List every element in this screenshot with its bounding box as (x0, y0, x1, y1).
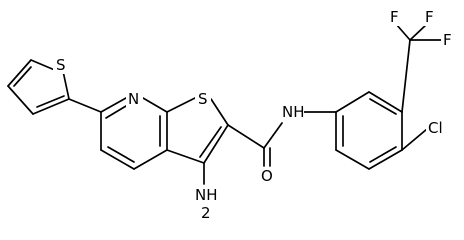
bond-thieno-c7a-s (166, 97, 196, 113)
bond-aryl-c1-c2 (335, 91, 370, 113)
atom-fluorine-right: F (425, 8, 434, 26)
atom-amine-nitrogen: NH (195, 186, 218, 204)
atom-pyridine-nitrogen: N (128, 90, 139, 108)
bond-thiophene-pyridine (68, 98, 102, 113)
bond-thieno-c2-c3 (203, 124, 229, 164)
atom-carbonyl-oxygen: O (261, 167, 273, 185)
bond-aryl-cf3 (401, 39, 411, 113)
bond-thieno-c2-c3-inner (199, 126, 222, 158)
atom-labels: S N S NH O NH 2 F F F Cl (53, 8, 455, 222)
bond-thiophene-s-c5 (30, 59, 58, 72)
atom-thiophene-sulfur: S (56, 56, 66, 74)
bonds (7, 23, 443, 185)
bond-thiophene-s-c2 (62, 70, 70, 100)
atom-fluorine-left: F (390, 8, 399, 26)
atom-chlorine: Cl (428, 119, 443, 137)
bond-thiophene-c5-c4-inner (13, 66, 32, 87)
bond-c2-carbonyl (227, 124, 265, 149)
bond-aryl-c5-c6 (335, 149, 370, 170)
bond-aryl-c4-c5 (368, 149, 403, 170)
atom-amide-nitrogen: NH (282, 103, 305, 121)
bond-aryl-cl (401, 128, 428, 151)
atom-thieno-sulfur: S (198, 90, 208, 108)
bond-aryl-c2-c3 (368, 91, 403, 113)
bond-pyr-n-c7a (142, 97, 168, 113)
bond-thieno-s-c2 (210, 98, 229, 126)
bond-pyr-c6-n (100, 97, 127, 113)
bond-thieno-c3-c3a (166, 149, 205, 164)
bond-thiophene-c5-c4 (7, 59, 32, 87)
atom-amine-subscript: 2 (201, 204, 211, 222)
bond-pyr-c5-c4-inner (107, 146, 135, 163)
structure-diagram: S N S NH O NH 2 F F F Cl (7, 8, 455, 222)
bond-cf3-f-left (395, 23, 411, 41)
molecule-canvas: S N S NH O NH 2 F F F Cl (7, 8, 455, 222)
bond-carbonyl-nh (263, 122, 283, 149)
atom-fluorine-bottom: F (443, 31, 452, 49)
bond-aryl-c2-c3-inner (369, 98, 397, 115)
bond-aryl-c4-c5-inner (369, 146, 397, 163)
bond-thiophene-c4-c3 (7, 85, 34, 115)
bond-pyr-c5-c4 (100, 149, 135, 170)
bond-thiophene-c3-c2 (32, 98, 70, 115)
bond-pyr-c6-n-inner (105, 105, 127, 119)
bond-thiophene-c3-c2-inner (36, 95, 65, 108)
bond-cf3-f-right (409, 23, 428, 41)
bond-pyr-c4-c3a (133, 149, 168, 170)
